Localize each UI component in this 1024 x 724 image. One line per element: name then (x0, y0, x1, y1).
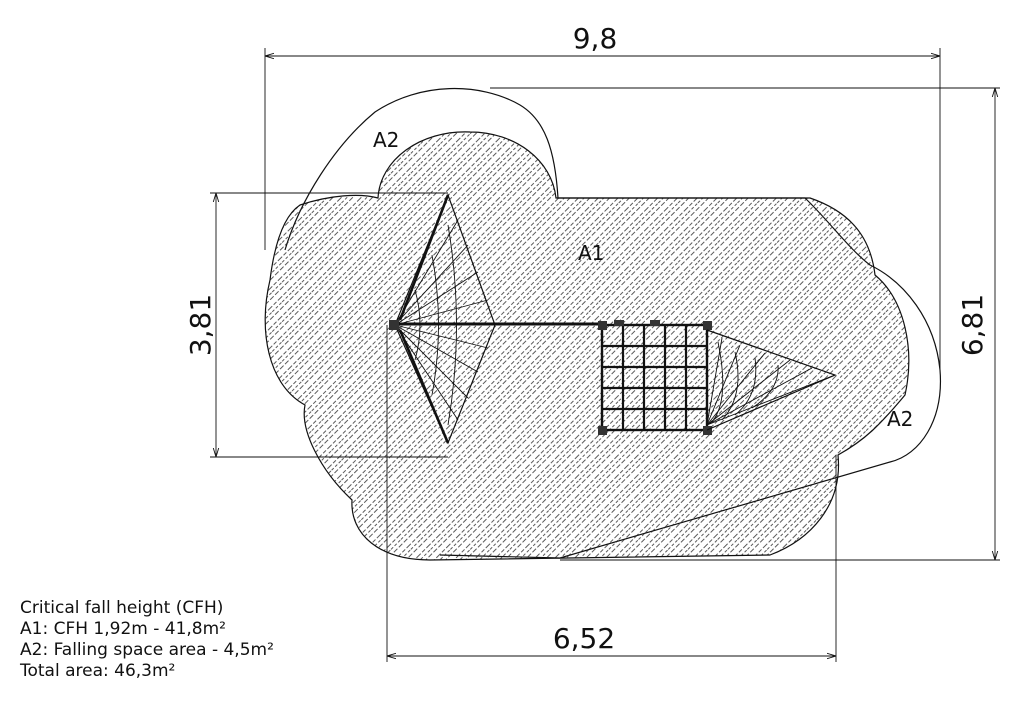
zone-label-a2-right: A2 (887, 407, 913, 431)
right-rope-net (706, 329, 837, 431)
zone-a1-area (264, 131, 910, 561)
left-rope-net (389, 193, 496, 445)
legend-title: Critical fall height (CFH) (20, 598, 224, 618)
dimension-overall-depth: 6,81 (490, 87, 1000, 561)
zone-label-a1: A1 (578, 241, 604, 265)
zone-label-a2-top: A2 (373, 128, 399, 152)
dimension-overall-width-label: 9,8 (573, 22, 618, 55)
legend-a2: A2: Falling space area - 4,5m² (20, 640, 274, 660)
legend-total: Total area: 46,3m² (20, 661, 176, 681)
dimension-overall-width: 9,8 (264, 22, 941, 370)
dimension-overall-depth-label: 6,81 (956, 294, 989, 356)
dimension-bottom-width-label: 6,52 (553, 622, 615, 655)
dimension-left-height-label: 3,81 (184, 294, 217, 356)
legend-a1: A1: CFH 1,92m - 41,8m² (20, 619, 226, 639)
dimension-left-height: 3,81 (184, 192, 448, 458)
area-legend: Critical fall height (CFH) A1: CFH 1,92m… (20, 598, 274, 682)
climbing-grid-frame (598, 320, 712, 435)
dimension-bottom-width: 6,52 (386, 325, 837, 662)
